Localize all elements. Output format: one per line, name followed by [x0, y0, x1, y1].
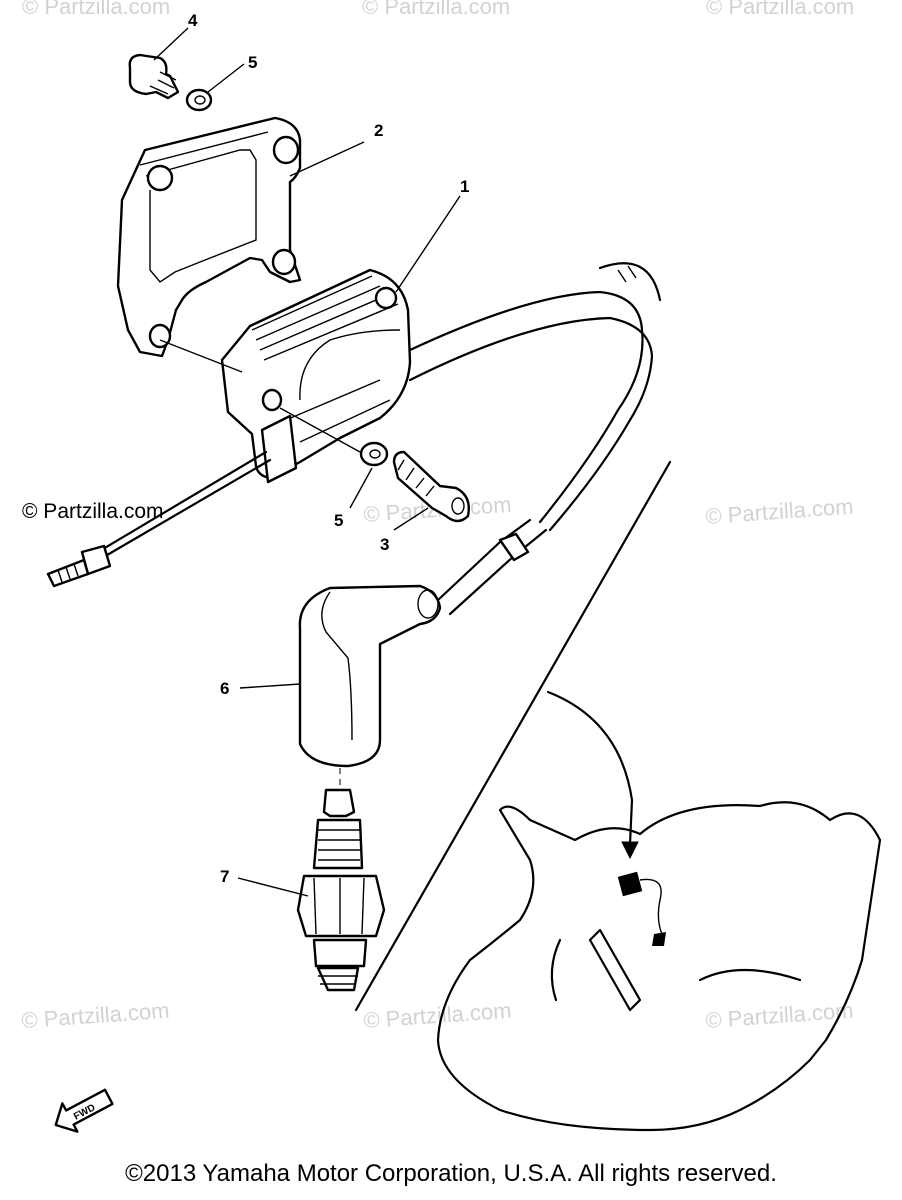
copyright-footer: ©2013 Yamaha Motor Corporation, U.S.A. A… — [125, 1160, 777, 1187]
leader-lines — [153, 27, 461, 897]
washer-part-5-top — [185, 88, 213, 112]
callout-4: 4 — [188, 11, 198, 30]
section-divider — [354, 460, 672, 1012]
watermark: © Partzilla.com — [705, 998, 855, 1033]
watermark: © Partzilla.com — [363, 998, 513, 1033]
callout-3: 3 — [380, 535, 389, 554]
callout-numbers: 4 5 2 1 5 3 6 7 — [188, 11, 469, 886]
forward-arrow-icon: FWD — [54, 1088, 114, 1133]
callout-6: 6 — [220, 679, 229, 698]
callout-5-top: 5 — [248, 53, 257, 72]
motorcycle-location-inset — [436, 690, 882, 1132]
watermark: © Partzilla.com — [22, 0, 170, 19]
primary-lead-wire — [46, 450, 272, 588]
watermark: © Partzilla.com — [705, 494, 855, 529]
high-tension-cable — [408, 262, 662, 616]
bolt-part-3 — [392, 450, 470, 523]
spark-plug-part-7 — [296, 788, 386, 992]
callout-2: 2 — [374, 121, 383, 140]
watermark: © Partzilla.com — [362, 0, 510, 19]
partzilla-notice: © Partzilla.com — [22, 500, 164, 523]
callout-5-lower: 5 — [334, 511, 343, 530]
watermark: © Partzilla.com — [21, 998, 171, 1033]
callout-7: 7 — [220, 867, 229, 886]
watermark: © Partzilla.com — [706, 0, 854, 19]
bracket-part-2 — [116, 116, 302, 358]
bolt-part-4 — [128, 53, 180, 100]
washer-part-5-lower — [359, 441, 389, 467]
callout-1: 1 — [460, 177, 469, 196]
ignition-coil-part-1 — [220, 268, 412, 484]
spark-plug-cap-part-6 — [298, 584, 442, 796]
